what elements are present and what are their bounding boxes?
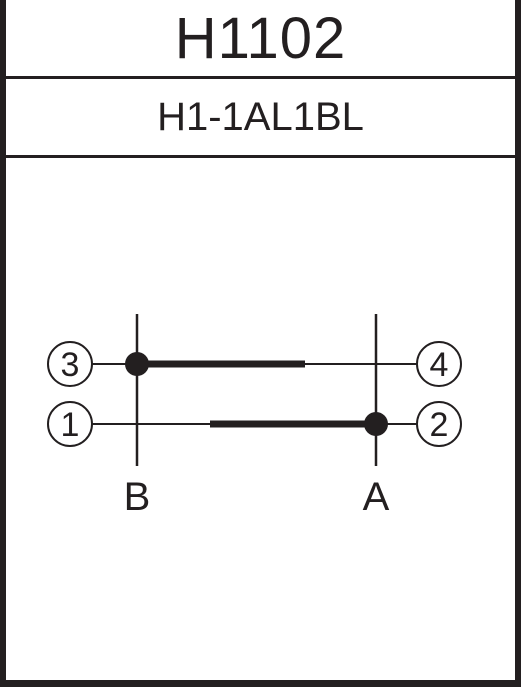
lower-contact-dot bbox=[364, 412, 388, 436]
model-cell: H1102 bbox=[6, 0, 515, 79]
terminal-1-label: 1 bbox=[61, 406, 80, 444]
terminal-4-label: 4 bbox=[430, 346, 449, 384]
terminal-4: 4 bbox=[416, 341, 462, 387]
terminal-3-circle bbox=[47, 341, 93, 387]
terminal-2: 2 bbox=[416, 401, 462, 447]
model-number: H1102 bbox=[174, 5, 347, 71]
terminal-1-circle bbox=[47, 401, 93, 447]
terminal-2-label: 2 bbox=[430, 406, 449, 444]
terminal-2-circle bbox=[416, 401, 462, 447]
terminal-3: 3 bbox=[47, 341, 93, 387]
switch-code: H1-1AL1BL bbox=[157, 94, 364, 139]
column-a-label: A bbox=[363, 475, 390, 519]
code-cell: H1-1AL1BL bbox=[6, 79, 515, 158]
terminal-3-label: 3 bbox=[61, 346, 80, 384]
terminal-1: 1 bbox=[47, 401, 93, 447]
terminal-4-circle bbox=[416, 341, 462, 387]
upper-contact-dot bbox=[125, 352, 149, 376]
column-b-label: B bbox=[124, 475, 151, 519]
